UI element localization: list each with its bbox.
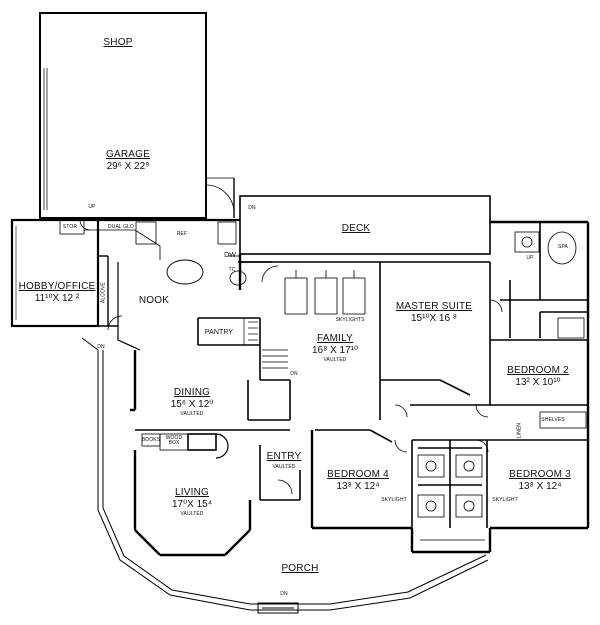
hobby-name: HOBBY/OFFICE (18, 281, 96, 292)
deck-name: DECK (341, 223, 371, 234)
kitchen-walls (59, 218, 247, 351)
door-swings (79, 219, 503, 495)
interior-walls (135, 222, 588, 528)
woodbox-label: WOOD BOX (165, 435, 183, 447)
family-note: VAULTED (323, 357, 347, 363)
porch-name: PORCH (281, 563, 319, 574)
family-skylights (284, 270, 366, 315)
dining-name: DINING (173, 387, 211, 398)
nook-name: NOOK (138, 295, 170, 306)
dw-label: DW (224, 252, 236, 259)
deck-outline (239, 195, 491, 255)
stor-label: STOR (62, 224, 78, 230)
garage-dim: 29⁶ X 22⁹ (106, 161, 150, 172)
family-name: FAMILY (316, 333, 354, 344)
skylight-b-label: SKYLIGHT (492, 497, 518, 503)
dining-note: VAULTED (180, 411, 204, 417)
bedroom-3-dim: 13⁸ X 12⁴ (518, 481, 562, 492)
bedroom-4-name: BEDROOM 4 (327, 469, 389, 480)
shop-name: SHOP (103, 37, 133, 48)
living-note: VAULTED (180, 511, 204, 517)
skylights-label: SKYLIGHTS (335, 317, 365, 323)
tc-label: TC (228, 267, 236, 273)
dn-stair-label: DN (290, 371, 298, 377)
bath-fixtures (417, 231, 587, 541)
living-name: LIVING (175, 487, 209, 498)
shelves-label: SHELVES (541, 417, 565, 423)
hobby-office-walls (10, 218, 118, 328)
dn-side-label: DN (97, 344, 105, 350)
bedroom-3-name: BEDROOM 3 (509, 469, 571, 480)
dn-deck-label: DN (248, 205, 256, 211)
stair-lines (243, 318, 288, 369)
dining-dim: 15⁶ X 12⁰ (170, 399, 214, 410)
garage-walls (39, 12, 235, 219)
skylight-a-label: SKYLIGHT (381, 497, 407, 503)
dn-porch-label: DN (280, 591, 288, 597)
pantry-name: PANTRY (204, 329, 234, 336)
ref-label: REF (176, 231, 188, 237)
dual-glo-label: DUAL GLO (108, 224, 134, 230)
porch-outline (81, 337, 489, 614)
master-dim: 15¹⁰X 16 ⁸ (410, 313, 458, 324)
bedroom-2-name: BEDROOM 2 (507, 365, 569, 376)
master-name: MASTER SUITE (395, 301, 473, 312)
up-bath-label: UP (526, 255, 534, 261)
entry-note: VAULTED (272, 464, 296, 470)
books-label: BOOKS (141, 437, 161, 443)
garage-name: GARAGE (106, 149, 150, 160)
bedroom-2-dim: 13² X 10¹⁰ (515, 377, 561, 388)
spa-label: SPA (558, 244, 568, 250)
up-garage-label: UP (88, 204, 96, 210)
bedroom-4-dim: 13⁸ X 12⁴ (336, 481, 380, 492)
living-dim: 17⁰X 15⁴ (172, 499, 212, 510)
family-dim: 16⁸ X 17¹⁰ (311, 345, 359, 356)
dining-living-fixtures (141, 433, 229, 459)
main-house-exterior (130, 220, 590, 557)
alcove-label: ALCOVE (100, 282, 107, 304)
hobby-dim: 11¹⁰X 12 ² (34, 293, 80, 304)
linen-label: LINEN (516, 423, 523, 439)
entry-name: ENTRY (266, 451, 302, 462)
